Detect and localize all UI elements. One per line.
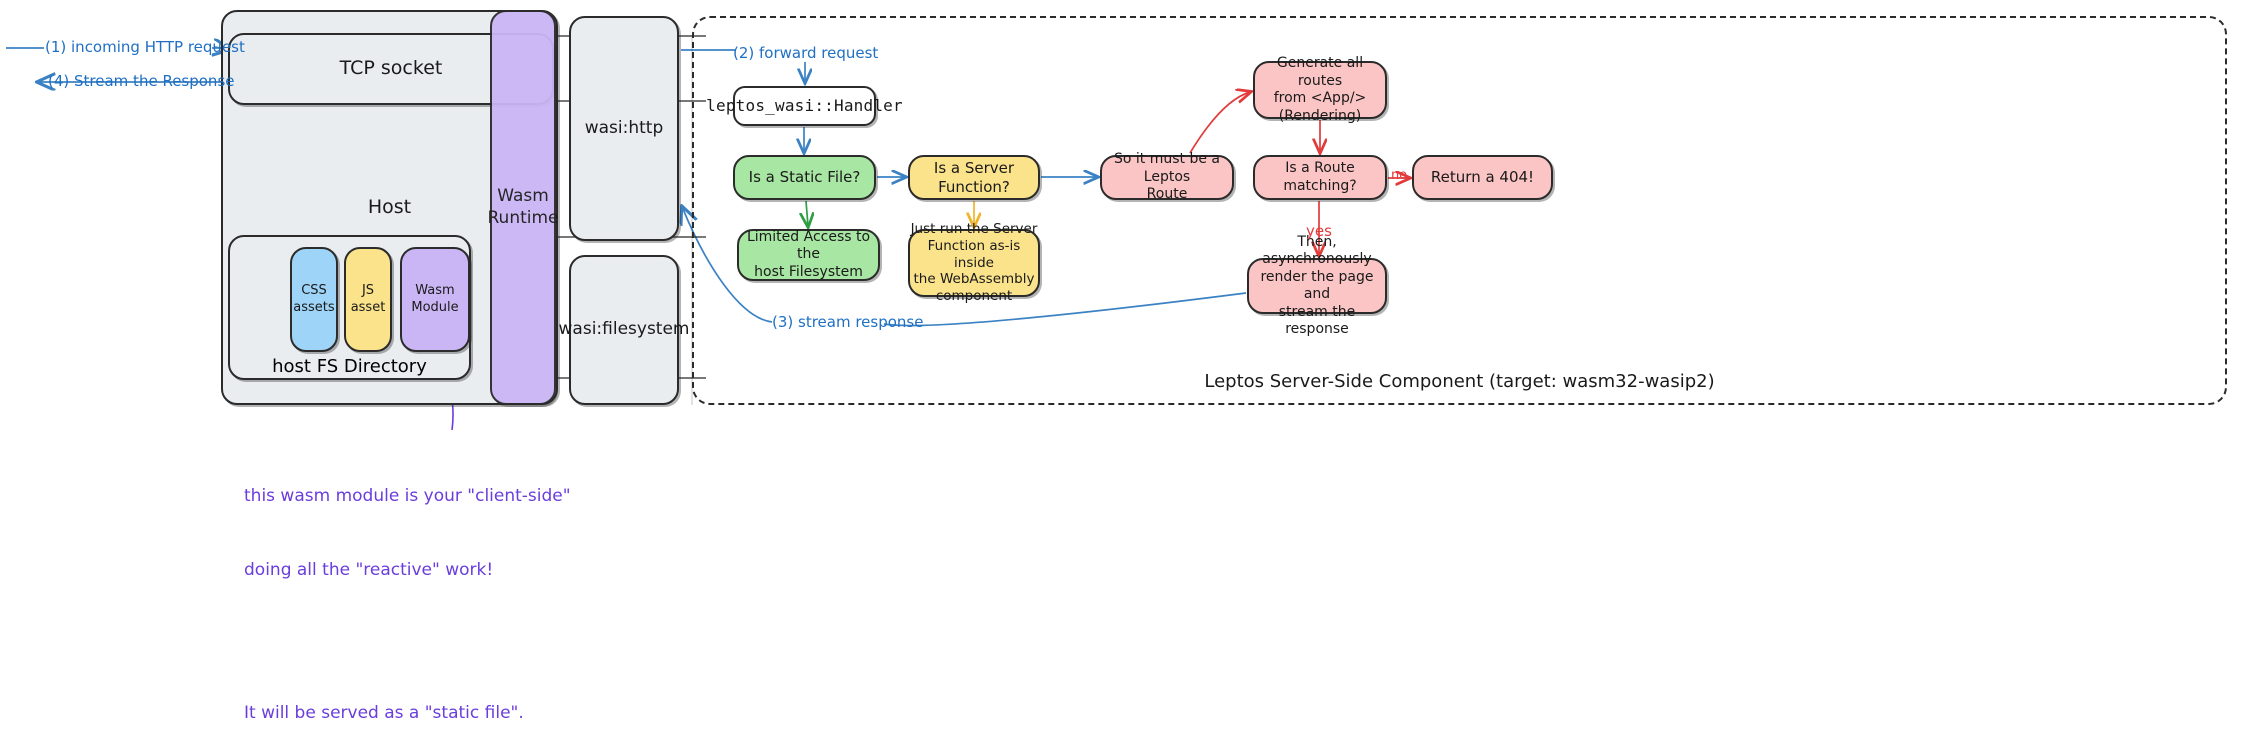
wasm-module-note-line-3: It will be served as a "static file". (244, 703, 524, 724)
leptos-component-boundary (692, 16, 2227, 405)
label-yes: yes (1306, 222, 1332, 240)
host-label: Host (367, 196, 412, 218)
wasm-runtime-box: Wasm Runtime (488, 10, 559, 405)
host-fs-directory-label: host FS Directory (272, 356, 427, 377)
wasi-http-box: wasi:http (569, 16, 679, 241)
leptos-wasi-handler-box: leptos_wasi::Handler (706, 86, 903, 126)
js-asset-box: JS asset (344, 247, 392, 352)
wasi-filesystem-box: wasi:filesystem (559, 255, 690, 405)
wasm-module-box: Wasm Module (400, 247, 470, 352)
node-is-a-server-function: Is a Server Function? (908, 155, 1040, 200)
wasm-module-note: this wasm module is your "client-side" d… (244, 435, 571, 734)
label-stream-the-response: (4) Stream the Response (48, 72, 235, 90)
node-is-a-static-file: Is a Static File? (733, 155, 876, 200)
node-is-a-route-matching: Is a Route matching? (1253, 155, 1387, 200)
node-return-a-404: Return a 404! (1412, 155, 1553, 200)
node-just-run-server-function: Just run the Server Function as-is insid… (908, 221, 1040, 304)
node-limited-access: Limited Access to the host Filesystem (737, 229, 880, 281)
wasm-module-note-line-1: this wasm module is your "client-side" (244, 486, 571, 507)
node-generate-all-routes: Generate all routes from <App/> (Renderi… (1253, 55, 1387, 124)
label-forward-request: (2) forward request (733, 44, 879, 62)
label-no: no (1391, 168, 1408, 183)
css-assets-box: CSS assets (290, 247, 338, 352)
wasm-module-note-line-2: doing all the "reactive" work! (244, 560, 494, 581)
label-stream-response: (3) stream response (772, 313, 924, 331)
node-so-it-must-be-a-leptos-route: So it must be a Leptos Route (1100, 151, 1234, 202)
label-incoming-http-request: (1) incoming HTTP request (45, 38, 245, 56)
node-async-render-and-stream: Then, asynchronously render the page and… (1247, 234, 1387, 337)
leptos-component-caption: Leptos Server-Side Component (target: wa… (1204, 371, 1715, 392)
note-spacer (244, 632, 571, 652)
